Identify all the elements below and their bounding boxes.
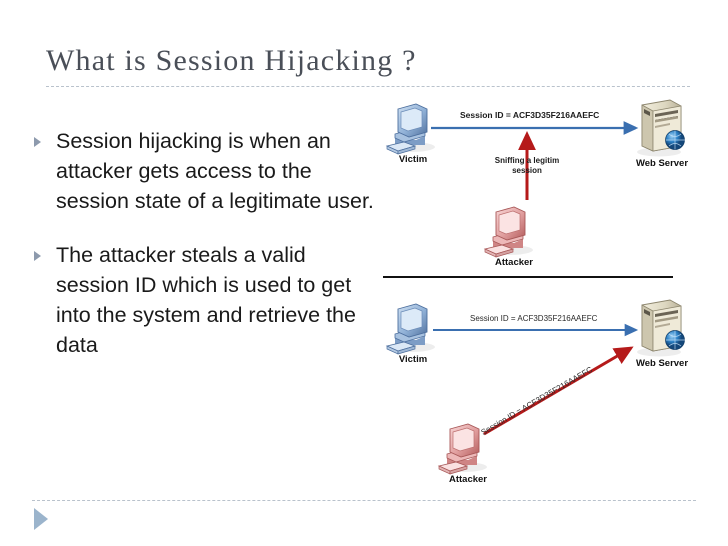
hijack-arrow-red — [483, 346, 634, 436]
bullet-triangle-icon — [34, 137, 41, 147]
diagram-separator — [383, 276, 673, 278]
attacker-computer-icon — [437, 423, 487, 475]
sniffing-label-line1: Sniffing a legitim — [494, 156, 560, 165]
web-server-label: Web Server — [635, 358, 689, 369]
victim-label: Victim — [398, 354, 428, 365]
sniffing-label-line2: session — [512, 166, 542, 175]
bullet-text: The attacker steals a valid session ID w… — [56, 243, 356, 357]
bullet-list: Session hijacking is when an attacker ge… — [34, 126, 384, 384]
footer-divider — [32, 500, 696, 501]
footer-triangle-icon — [34, 508, 48, 530]
title-divider — [46, 86, 690, 87]
diagram-hijack-graphics — [385, 299, 685, 475]
web-server-icon — [637, 299, 685, 357]
attacker-computer-icon — [483, 206, 533, 258]
diagram-sniffing-graphics — [385, 99, 685, 258]
attacker-label: Attacker — [448, 474, 488, 485]
diagram-sniffing: Session ID = ACF3D35F216AAEFC Sniffing a… — [378, 96, 724, 278]
victim-computer-icon — [385, 103, 435, 155]
session-hijacking-diagrams: Session ID = ACF3D35F216AAEFC Sniffing a… — [378, 96, 724, 494]
diagram-hijack: Session ID = ACF3D35F216AAEFC Session ID… — [378, 296, 724, 494]
web-server-icon — [637, 99, 685, 157]
attacker-label: Attacker — [494, 257, 534, 268]
bullet-triangle-icon — [34, 251, 41, 261]
session-arrow-label: Session ID = ACF3D35F216AAEFC — [460, 110, 600, 120]
web-server-label: Web Server — [635, 158, 689, 169]
bullet-text: Session hijacking is when an attacker ge… — [56, 129, 374, 213]
victim-computer-icon — [385, 303, 435, 355]
page-title: What is Session Hijacking ? — [46, 44, 417, 77]
sniffing-label: Sniffing a legitim session — [482, 156, 572, 176]
list-item: The attacker steals a valid session ID w… — [34, 240, 384, 360]
victim-label: Victim — [398, 154, 428, 165]
session-arrow-label: Session ID = ACF3D35F216AAEFC — [470, 314, 598, 323]
list-item: Session hijacking is when an attacker ge… — [34, 126, 384, 216]
